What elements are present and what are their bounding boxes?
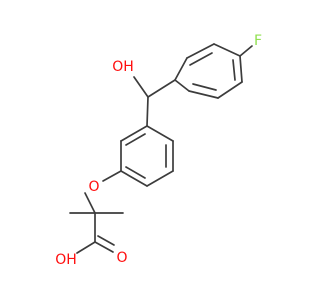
- bond-cring-3: [146, 170, 174, 187]
- atom-label-acid-o: O: [116, 250, 127, 266]
- chemical-structure-diagram: OH F O OH O: [55, 33, 262, 268]
- bond-ch-ring: [146, 96, 149, 127]
- atom-label-acid-oh: OH: [55, 252, 77, 268]
- bond-cring-4: [120, 170, 148, 187]
- atom-label-fluorine: F: [254, 33, 262, 49]
- bond-ch-fring: [147, 79, 176, 98]
- bond-c-f: [239, 45, 253, 57]
- bond-cring-1: [146, 125, 174, 142]
- bond-fring-3: [213, 43, 241, 57]
- atom-label-oh-top: OH: [112, 59, 134, 75]
- isobutyric-acid-fragment: [69, 170, 124, 254]
- bond-fring-6: [188, 90, 219, 99]
- bond-fring-2-inner: [189, 52, 213, 66]
- bond-o-cq: [84, 192, 96, 214]
- bond-fring-1: [174, 57, 188, 81]
- bond-cring-6: [120, 125, 148, 142]
- bond-fring-6-inner: [192, 83, 217, 91]
- atom-label-ether-oxygen: O: [88, 179, 99, 195]
- bond-fring-4: [239, 55, 243, 83]
- bond-fring-2: [186, 43, 215, 59]
- bond-carboxyl-o-inner: [97, 235, 115, 246]
- fluorophenyl-ring: [174, 43, 253, 99]
- bond-fring-4-inner: [232, 59, 236, 81]
- bond-fring-5: [217, 81, 243, 99]
- bond-ch-oh: [133, 76, 149, 98]
- bond-carboxyl-oh: [76, 241, 96, 254]
- bond-ring-o: [102, 170, 122, 182]
- bond-cring-6-inner: [125, 133, 146, 146]
- bond-cring-4-inner: [125, 166, 146, 179]
- bond-carboxyl-o-outer: [94, 241, 114, 253]
- carbinol-center: [133, 76, 176, 127]
- central-phenyl-ring: [120, 125, 174, 187]
- bond-fring-7: [174, 79, 190, 92]
